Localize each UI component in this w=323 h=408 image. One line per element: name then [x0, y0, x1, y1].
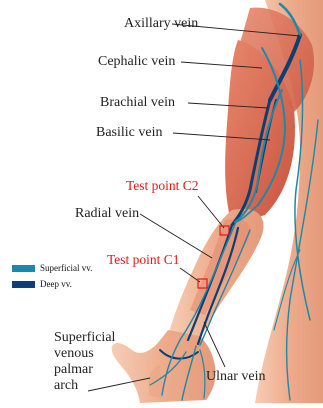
palmar-arch-label-line3: palmar [54, 362, 93, 378]
test-point-c2-label: Test point C2 [126, 178, 199, 194]
brachial-vein-label: Brachial vein [100, 95, 175, 111]
legend-deep-label: Deep vv. [40, 279, 72, 289]
legend-deep-swatch [12, 281, 35, 288]
cephalic-vein-label: Cephalic vein [98, 54, 175, 70]
test-point-c1-label: Test point C1 [107, 252, 180, 268]
palmar-arch-label-line4: arch [54, 378, 78, 394]
palmar-arch-label-line2: venous [54, 346, 94, 362]
leader-c2 [198, 196, 224, 228]
palmar-arch-label-line1: Superficial [54, 330, 115, 346]
basilic-vein-label: Basilic vein [96, 125, 163, 141]
radial-vein-label: Radial vein [75, 206, 139, 222]
legend-superficial-swatch [12, 265, 35, 272]
legend-superficial-label: Superficial vv. [40, 263, 92, 273]
ulnar-vein-label: Ulnar vein [206, 369, 265, 385]
axillary-vein-label: Axillary vein [124, 16, 198, 32]
